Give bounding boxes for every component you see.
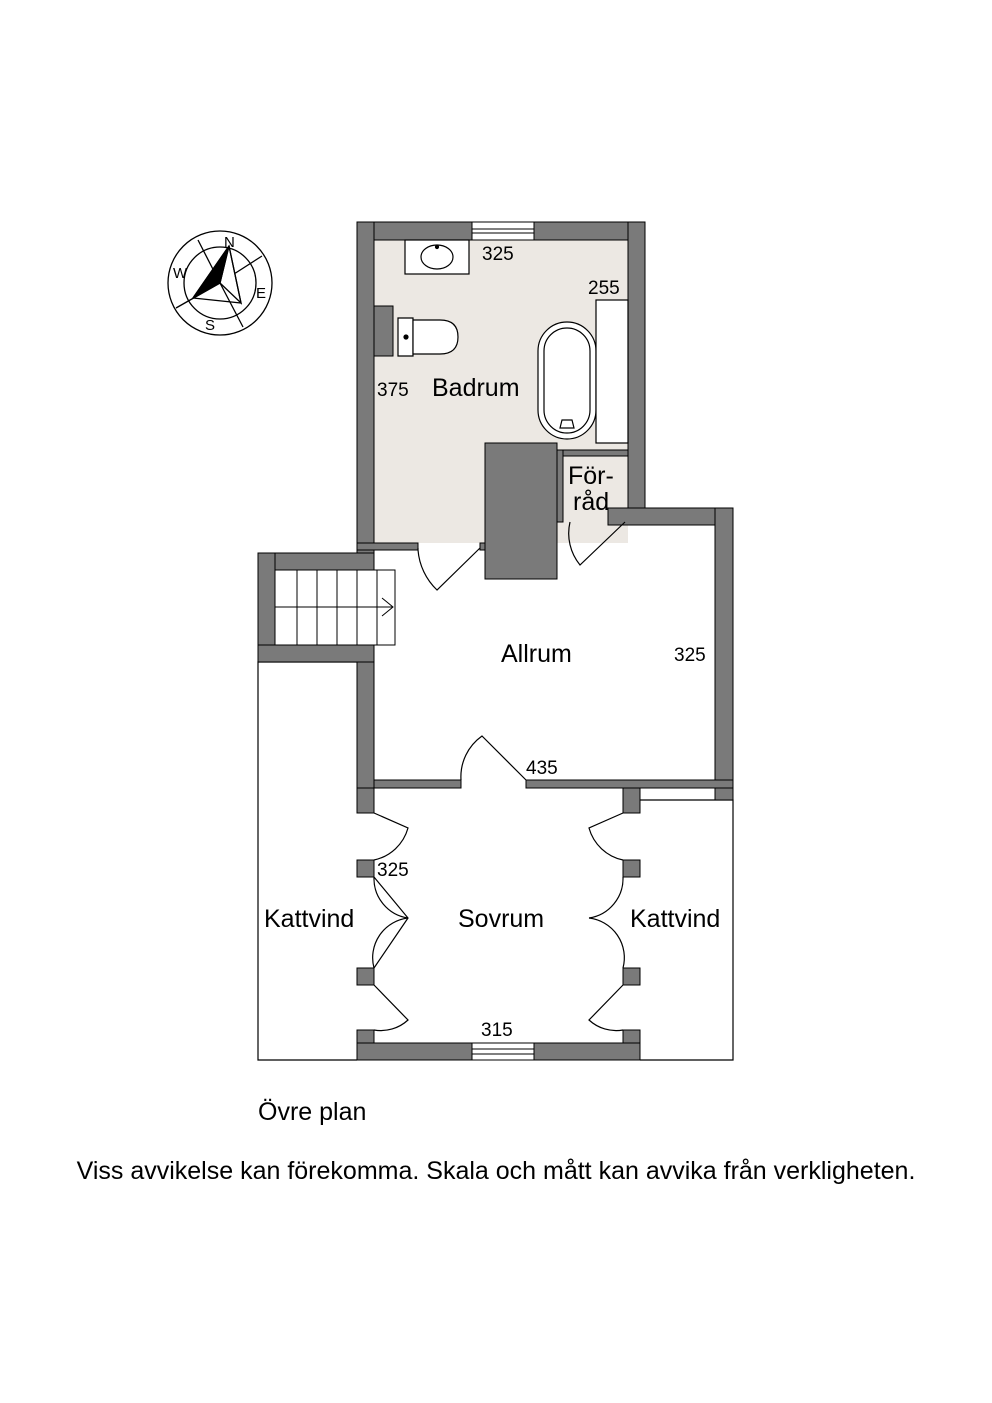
- attic-outlines: [257, 661, 734, 1061]
- dim-allrum-right: 325: [674, 645, 706, 666]
- window-bedroom: [471, 1042, 535, 1061]
- dim-badrum-top: 325: [482, 244, 514, 265]
- doors: [372, 521, 626, 1032]
- dim-allrum-bottom: 435: [526, 758, 558, 779]
- room-label-kattvind-right: Kattvind: [630, 905, 720, 933]
- bathroom-fixtures: [397, 239, 629, 444]
- room-label-sovrum: Sovrum: [458, 905, 544, 933]
- shelf: [595, 299, 629, 444]
- windows: [471, 221, 535, 1061]
- compass-south: S: [205, 317, 215, 334]
- window-bathroom: [471, 221, 535, 241]
- dim-sovrum-bottom: 315: [481, 1020, 513, 1041]
- staircase: [274, 569, 396, 646]
- walls: [257, 221, 734, 1061]
- dim-badrum-right: 255: [588, 278, 620, 299]
- room-label-forrad-line1: För-: [568, 462, 614, 490]
- dim-badrum-left: 375: [377, 380, 409, 401]
- plan-title: Övre plan: [258, 1098, 367, 1126]
- dim-sovrum-left: 325: [377, 860, 409, 881]
- room-label-allrum: Allrum: [501, 640, 572, 668]
- compass-west: W: [173, 265, 188, 282]
- room-label-kattvind-left: Kattvind: [264, 905, 354, 933]
- compass-rose: N E S W: [167, 230, 273, 336]
- room-label-badrum: Badrum: [432, 374, 520, 402]
- disclaimer-text: Viss avvikelse kan förekomma. Skala och …: [76, 1157, 916, 1185]
- compass-east: E: [256, 285, 266, 302]
- room-label-forrad-line2: råd: [573, 488, 609, 516]
- compass-north: N: [224, 234, 235, 251]
